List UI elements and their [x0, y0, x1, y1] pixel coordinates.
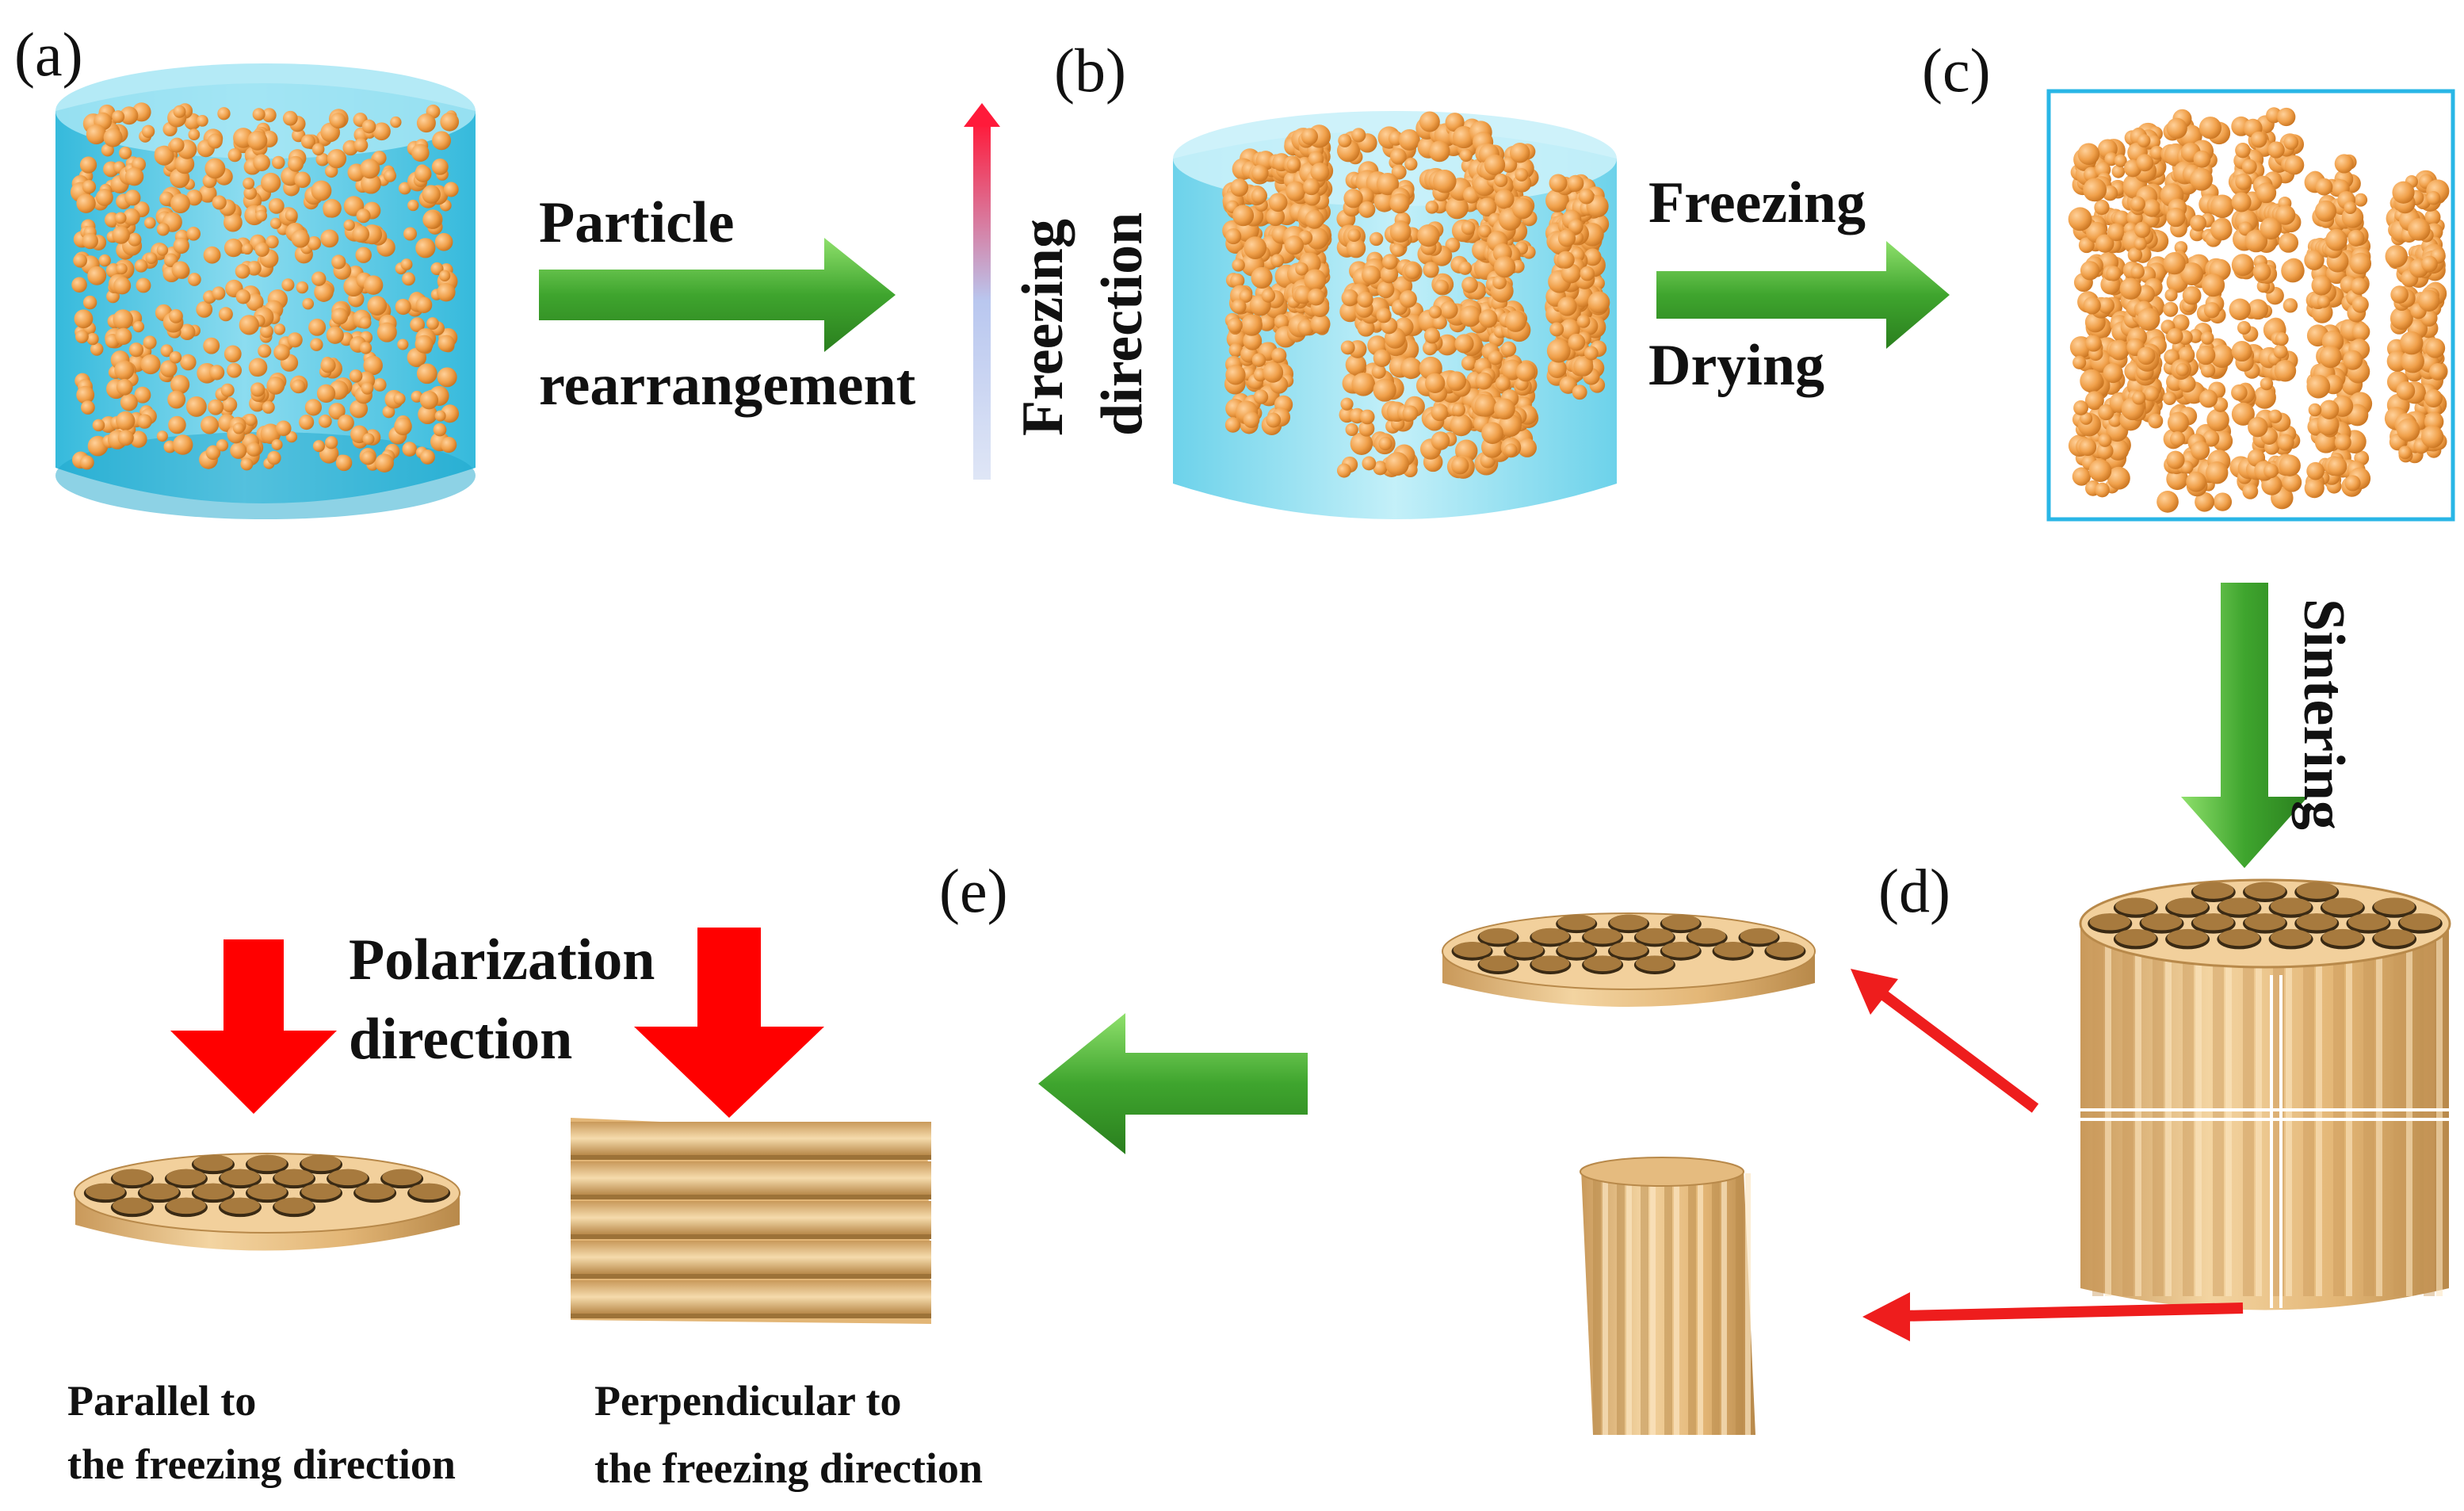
polarization-arrow-left [170, 939, 337, 1114]
process-arrow-particle-rearrangement [539, 238, 896, 352]
red-arrow-icon [1901, 1303, 2244, 1322]
particle-columns-in-ice [1222, 111, 1610, 479]
process-arrow-to-e [1038, 1013, 1308, 1154]
step-label-particle: Particle [539, 190, 735, 255]
dried-scaffold-c [2046, 89, 2455, 522]
caption-parallel-2: the freezing direction [67, 1440, 456, 1488]
cut-arrow-vertical-slice [1862, 1292, 2244, 1341]
caption-perpendicular-2: the freezing direction [594, 1444, 983, 1492]
freezing-direction-label-2: direction [1090, 212, 1155, 436]
particle-columns-dried [2068, 107, 2450, 513]
green-block-arrow-icon [539, 238, 896, 352]
polarization-label-2: direction [349, 1007, 572, 1072]
polarization-arrow-right [634, 928, 824, 1118]
polarization-label-1: Polarization [349, 928, 655, 993]
process-arrow-sintering [2181, 583, 2308, 868]
step-label-freezing: Freezing [1648, 170, 1866, 235]
horizontal-slice-d [1442, 912, 1816, 1007]
freezing-direction-label-1: Freezing [1010, 219, 1075, 436]
red-arrow-icon [1874, 986, 2039, 1113]
panel-label-e: (e) [939, 856, 1008, 925]
panel-label-a: (a) [14, 20, 83, 89]
frozen-cylinder-b [1173, 111, 1617, 519]
suspension-cylinder-a [55, 63, 476, 519]
sintered-porous-cylinder [2079, 878, 2451, 1310]
cut-arrow-horizontal-slice [1851, 969, 2039, 1113]
panel-label-d: (d) [1878, 856, 1950, 925]
dispersed-particles [70, 102, 460, 472]
red-down-arrow-icon [634, 928, 824, 1118]
green-block-arrow-icon [2181, 583, 2308, 868]
step-label-drying: Drying [1648, 333, 1824, 398]
green-block-arrow-icon [1656, 241, 1950, 349]
green-block-arrow-icon [1038, 1013, 1308, 1154]
red-down-arrow-icon [170, 939, 337, 1114]
parallel-sample [74, 1153, 460, 1251]
step-label-sintering: Sintering [2291, 599, 2356, 830]
caption-parallel-1: Parallel to [67, 1377, 256, 1425]
process-arrow-freezing-drying [1656, 241, 1950, 349]
caption-perpendicular-1: Perpendicular to [594, 1377, 901, 1425]
step-label-rearrangement: rearrangement [539, 353, 916, 418]
panel-label-c: (c) [1922, 36, 1991, 105]
freezing-direction-indicator [964, 103, 1000, 480]
perpendicular-sample [571, 1118, 931, 1324]
panel-label-b: (b) [1054, 36, 1126, 105]
vertical-slice-d [1580, 1157, 1755, 1435]
